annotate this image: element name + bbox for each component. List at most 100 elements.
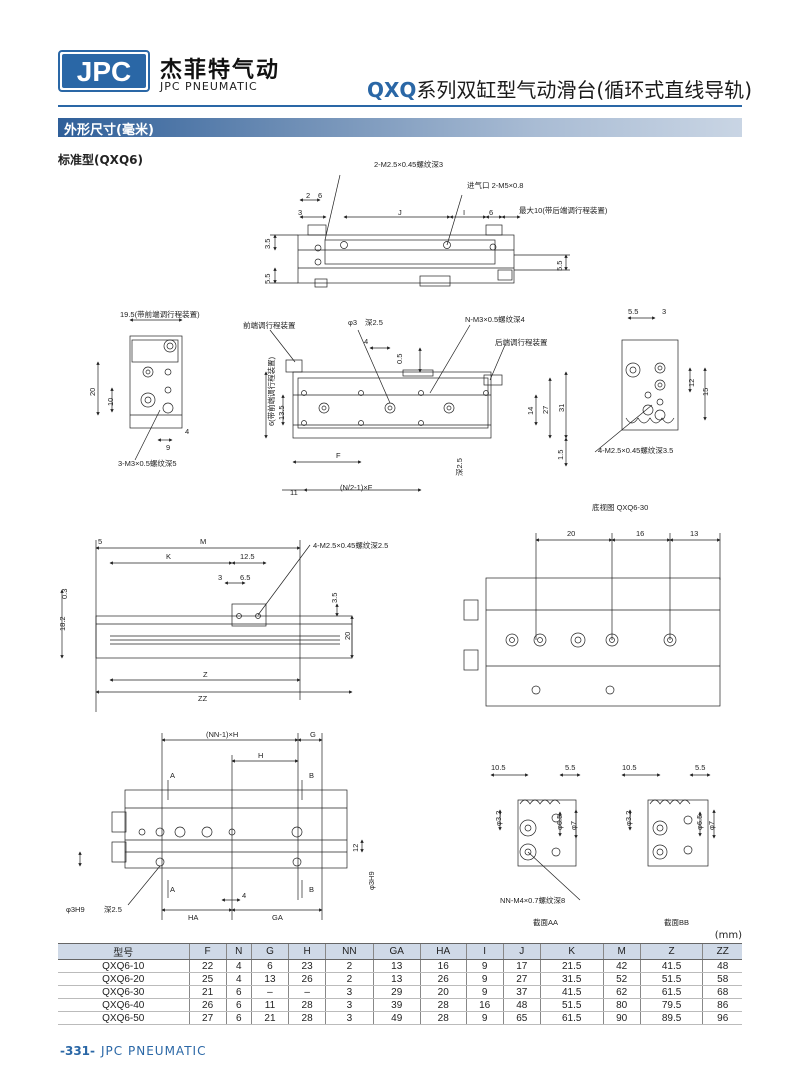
dim-20: 20 [88, 388, 97, 396]
dim-z: Z [203, 670, 208, 679]
top-view-drawing [270, 174, 570, 288]
dim-zz: ZZ [198, 694, 208, 703]
table-cell: 29 [372, 985, 421, 999]
table-cell: QXQ6-10 [58, 959, 189, 973]
table-cell: 65 [502, 1011, 541, 1025]
table-cell: 79.5 [639, 998, 703, 1012]
dim-4c: 4 [242, 891, 246, 900]
table-cell: QXQ6-20 [58, 972, 189, 986]
table-cell: 52 [602, 972, 641, 986]
table-cell: 3 [325, 985, 374, 999]
table-cell: 61.5 [639, 985, 703, 999]
label-bottom-view: 底视图 QXQ6-30 [592, 502, 648, 512]
page-footer: -331-JPC PNEUMATIC [60, 1044, 206, 1058]
table-cell: – [288, 985, 326, 999]
dim-5.5: 5.5 [263, 274, 272, 284]
dim-3c: 3 [218, 573, 222, 582]
table-cell: 3 [325, 1011, 374, 1025]
table-cell: 90 [602, 1011, 641, 1025]
column-header: ZZ [702, 943, 742, 960]
table-cell: 89.5 [639, 1011, 703, 1025]
table-cell: 16 [465, 998, 504, 1012]
dim-31: 31 [557, 404, 566, 412]
table-cell: 68 [702, 985, 742, 999]
table-cell: 17 [502, 959, 541, 973]
label-section-aa: 截面AA [533, 917, 558, 927]
column-header: HA [419, 943, 467, 960]
dim-10.5: 10.5 [491, 763, 506, 772]
table-cell: 13 [372, 972, 421, 986]
table-cell: 26 [419, 972, 467, 986]
dim-5.5b: 5.5 [555, 261, 564, 271]
label-side-6: 6(带前端调行程装置) [266, 356, 276, 426]
section-band-title: 外形尺寸(毫米) [64, 123, 154, 138]
table-cell: 27 [188, 1011, 227, 1025]
dim-k: K [166, 552, 171, 561]
table-cell: 9 [465, 985, 504, 999]
dim-13: 13 [690, 529, 698, 538]
label-m3-thread: 3-M3×0.5螺纹深5 [118, 458, 177, 468]
label-m25-thread-2.5: 4-M2.5×0.45螺纹深2.5 [313, 540, 388, 550]
table-cell: 25 [188, 972, 227, 986]
column-header: NN [325, 943, 374, 960]
dim-0.5: 0.5 [395, 354, 404, 364]
dim-6: 6 [318, 191, 322, 200]
label-3h9: φ3H9 [367, 871, 376, 890]
table-cell: 16 [419, 959, 467, 973]
table-cell: 23 [288, 959, 326, 973]
dim-ha: HA [188, 913, 198, 922]
table-cell: 9 [465, 1011, 504, 1025]
table-cell: 31.5 [539, 972, 604, 986]
dim-13.5: 13.5 [277, 405, 286, 420]
table-cell: 9 [465, 959, 504, 973]
table-cell: 28 [288, 998, 326, 1012]
section-band: 外形尺寸(毫米) [58, 118, 742, 138]
company-logo: JPC [58, 50, 150, 92]
table-cell: 37 [502, 985, 541, 999]
dim-a: A [170, 771, 175, 780]
column-header: N [225, 943, 252, 960]
brand-name-cn: 杰菲特气动 [160, 58, 281, 83]
section-aa-drawing [490, 773, 581, 901]
dim-4b: 4 [364, 337, 368, 346]
dim-h: H [258, 751, 263, 760]
dim-3.5b: 3.5 [330, 593, 339, 603]
dim-16: 16 [636, 529, 644, 538]
footer-company: JPC PNEUMATIC [101, 1044, 207, 1058]
dim-1.5: 1.5 [556, 450, 565, 460]
table-cell: 6 [225, 985, 252, 999]
table-cell: 80 [602, 998, 641, 1012]
table-cell: 4 [225, 959, 252, 973]
table-cell: 28 [419, 1011, 467, 1025]
table-cell: 58 [702, 972, 742, 986]
table-cell: 2 [325, 972, 374, 986]
dim-9: 9 [166, 443, 170, 452]
table-cell: 28 [419, 998, 467, 1012]
table-cell: 42 [602, 959, 641, 973]
dim-phi7b: φ7 [707, 821, 716, 830]
dim-5.5e: 5.5 [695, 763, 705, 772]
table-cell: 6 [250, 959, 289, 973]
dim-10.5b: 10.5 [622, 763, 637, 772]
dim-12.5: 12.5 [240, 552, 255, 561]
section-subtitle: 标准型(QXQ6) [58, 153, 143, 167]
dim-5.5c: 5.5 [628, 307, 638, 316]
column-header: M [602, 943, 641, 960]
dim-m: M [200, 537, 206, 546]
dim-b: B [309, 771, 314, 780]
dim-14: 14 [526, 407, 535, 415]
label-max-adjust: 最大10(带后端调行程装置) [519, 205, 608, 215]
table-cell: – [250, 985, 289, 999]
dim-phi6.5b: φ6.5 [695, 815, 704, 830]
section-bb-drawing [621, 773, 716, 867]
table-cell: 13 [372, 959, 421, 973]
table-cell: 21.5 [539, 959, 604, 973]
dim-3.5: 3.5 [263, 239, 272, 249]
dim-20b: 20 [567, 529, 575, 538]
table-cell: 51.5 [539, 998, 604, 1012]
dim-0.3: 0.3 [60, 589, 69, 599]
